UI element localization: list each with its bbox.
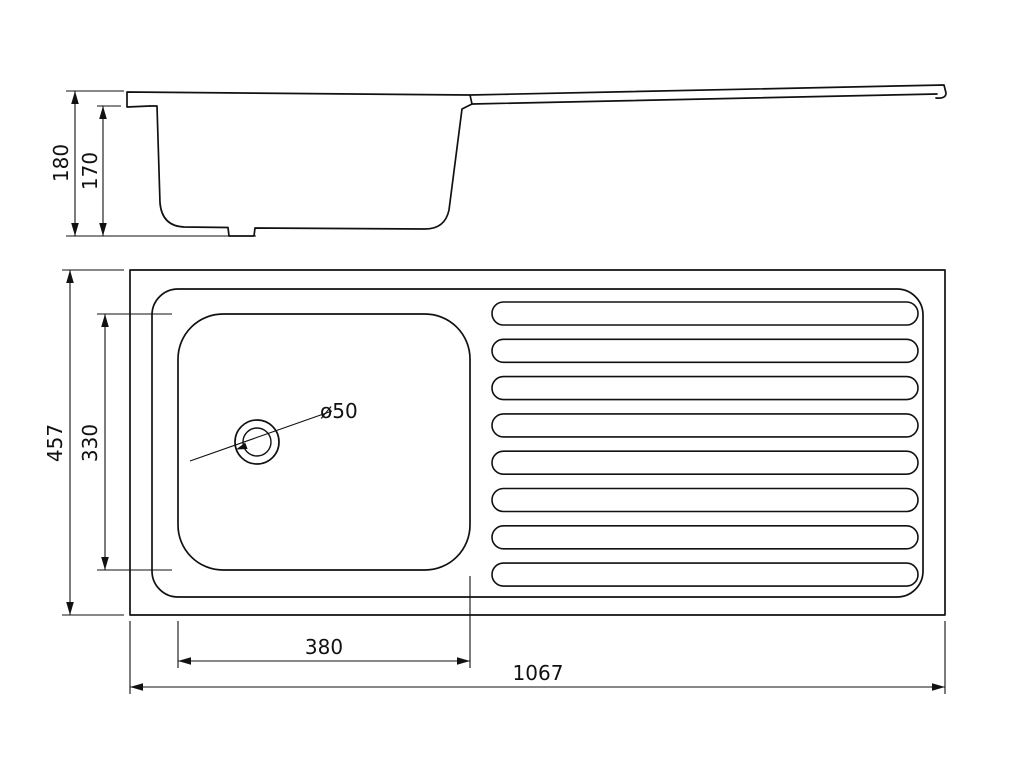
dim-total-height: 180: [49, 90, 256, 237]
dim-bowl-depth-plan: 330: [78, 313, 172, 571]
dim-label-180: 180: [49, 144, 73, 182]
dim-label-457: 457: [43, 424, 67, 462]
side-view: [126, 84, 947, 237]
drainboard-rib: [491, 413, 919, 438]
dim-label-drain: ø50: [320, 399, 358, 423]
dim-label-170: 170: [78, 152, 102, 190]
drainboard-rib: [491, 562, 919, 587]
dim-overall-depth: 457: [43, 269, 124, 616]
dim-extension-lines: [97, 313, 172, 571]
drain-hole-outer: [234, 419, 280, 465]
drain-leader-line: [189, 410, 333, 462]
sink-outer-edge: [129, 269, 946, 616]
dim-bowl-depth-side: 170: [78, 106, 107, 236]
sink-bowl: [177, 313, 471, 571]
dim-label-380: 380: [305, 635, 343, 659]
dim-extension-lines: [129, 621, 946, 694]
drainboard-rib: [491, 338, 919, 364]
dim-bowl-length: 380: [177, 576, 471, 668]
drainboard-rib: [491, 375, 919, 401]
drain-leader-arrow: [236, 442, 248, 450]
drain-hole-inner: [242, 427, 272, 457]
sink-inner-rim: [151, 288, 924, 598]
dim-label-330: 330: [78, 424, 102, 462]
drainboard-rib: [491, 487, 919, 513]
drainboard-rib: [491, 301, 919, 326]
plan-view: [129, 269, 946, 616]
dim-overall-length: 1067: [129, 621, 946, 694]
side-view-bowl-profile: [149, 103, 473, 237]
dim-drain-diameter: ø50: [189, 399, 358, 462]
side-view-rim-outline: [126, 84, 947, 108]
drainboard-rib: [491, 450, 919, 476]
drainboard-ribs: [491, 301, 919, 587]
drainboard-rib: [491, 524, 919, 550]
dim-label-1067: 1067: [513, 661, 564, 685]
